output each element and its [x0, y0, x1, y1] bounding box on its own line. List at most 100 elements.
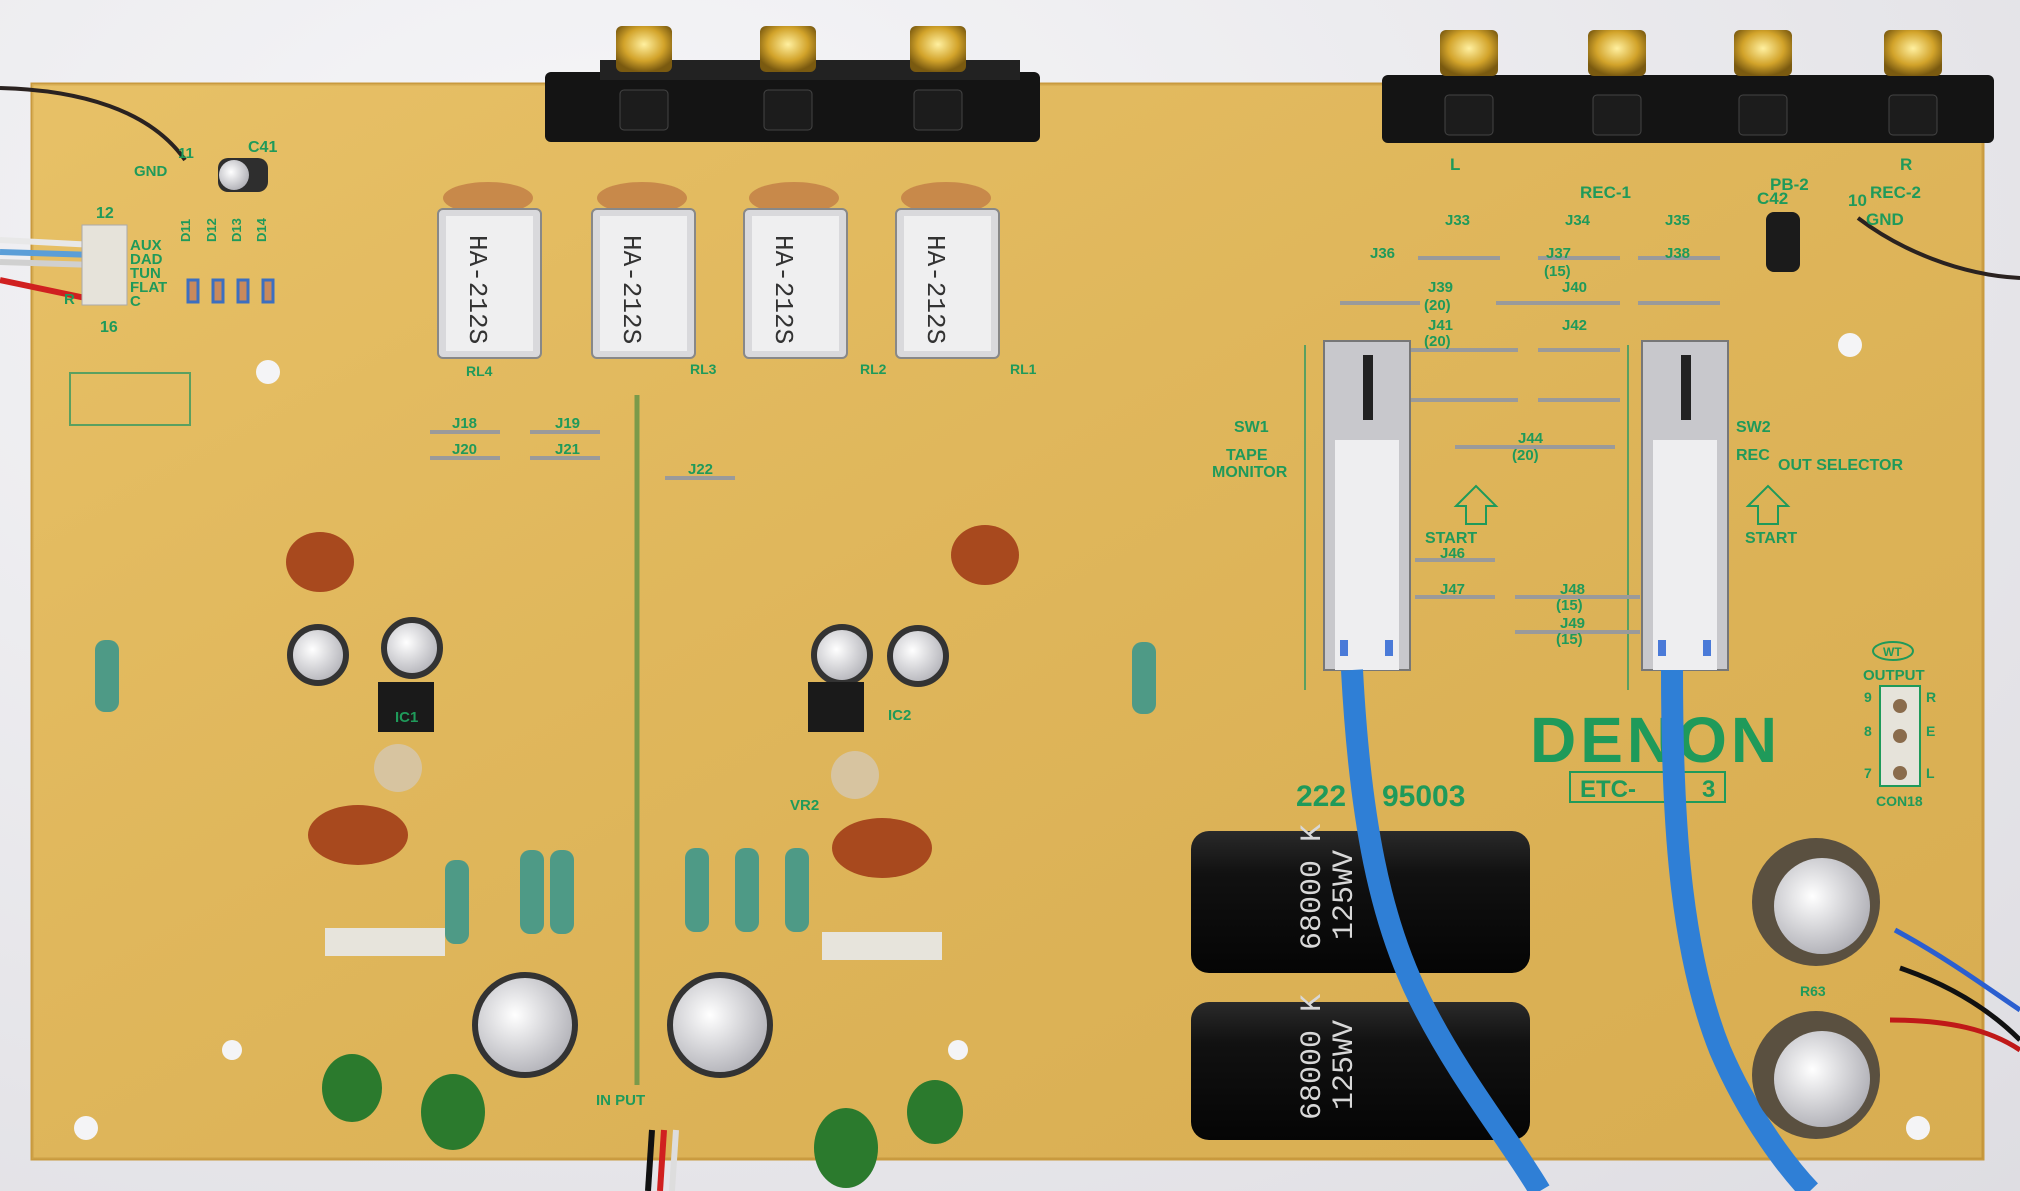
- svg-text:START: START: [1745, 530, 1797, 547]
- output-wire: [1899, 965, 2020, 1042]
- svg-text:IC1: IC1: [395, 709, 418, 726]
- svg-text:START: START: [1425, 530, 1477, 547]
- label-tun: TUN: [130, 265, 161, 282]
- wt-badge: [1872, 641, 1914, 661]
- svg-text:J40: J40: [1562, 279, 1587, 296]
- rca-jack[interactable]: [1588, 30, 1646, 136]
- svg-text:J49: J49: [1560, 615, 1585, 632]
- start-arrow-icon: [1453, 484, 1499, 525]
- svg-text:L: L: [1926, 765, 1935, 781]
- label-dad: DAD: [130, 251, 163, 268]
- electrolytic-capacitor-c42: [1766, 212, 1800, 272]
- svg-text:RL4: RL4: [466, 363, 493, 379]
- svg-text:J36: J36: [1370, 245, 1395, 262]
- svg-text:(20): (20): [1512, 447, 1539, 464]
- relay-rl3: HA-212S: [591, 182, 696, 359]
- svg-text:HA-212S: HA-212S: [768, 235, 798, 344]
- slide-switch-sw1[interactable]: [1323, 340, 1411, 671]
- rca-jack[interactable]: [1734, 30, 1792, 136]
- svg-text:10: 10: [1848, 191, 1867, 210]
- input-wires: [645, 1129, 679, 1191]
- svg-text:OUT SELECTOR: OUT SELECTOR: [1778, 457, 1903, 474]
- svg-text:L: L: [1450, 155, 1460, 174]
- slide-switch-sw2[interactable]: [1641, 340, 1729, 671]
- svg-text:D12: D12: [204, 218, 219, 242]
- amplifier-components: [95, 525, 1156, 1188]
- ground-wire: [0, 86, 187, 162]
- input-connector: [81, 224, 128, 306]
- label-r: R: [64, 291, 75, 308]
- svg-text:(20): (20): [1424, 333, 1451, 350]
- svg-text:D11: D11: [178, 219, 193, 242]
- electrolytic-capacitor: [1752, 838, 1880, 966]
- rca-jack-block-right: [1382, 30, 1994, 143]
- gnd-label: GND: [134, 163, 168, 180]
- svg-text:RL2: RL2: [860, 361, 887, 377]
- svg-text:J19: J19: [555, 415, 580, 432]
- svg-text:J37: J37: [1546, 245, 1571, 262]
- start-arrow-icon: [1745, 484, 1791, 525]
- svg-text:J38: J38: [1665, 245, 1690, 262]
- wt-badge-text: WT: [1883, 645, 1902, 659]
- ground-wire: [1856, 216, 2020, 280]
- svg-text:HA-212S: HA-212S: [920, 235, 950, 344]
- r63-label: R63: [1800, 983, 1826, 999]
- rca-jack-block-left: [545, 26, 1040, 142]
- electrolytic-capacitor: [1752, 1011, 1880, 1139]
- model-box: [1569, 771, 1726, 803]
- switch-ribbon-cable: [1661, 669, 1819, 1191]
- svg-text:HA-212S: HA-212S: [616, 235, 646, 344]
- relay-rl4: HA-212S: [437, 182, 542, 359]
- silk-box: [69, 372, 191, 426]
- rca-jack[interactable]: [1884, 30, 1942, 136]
- gnd-ref: 11: [178, 145, 194, 162]
- svg-text:REC: REC: [1736, 447, 1770, 464]
- svg-text:R: R: [1926, 689, 1936, 705]
- svg-text:RL3: RL3: [690, 361, 717, 377]
- svg-text:MONITOR: MONITOR: [1212, 464, 1288, 481]
- svg-text:HA-212S: HA-212S: [462, 235, 492, 344]
- svg-text:R: R: [1900, 155, 1912, 174]
- rca-jack[interactable]: [910, 26, 966, 131]
- svg-text:SW1: SW1: [1234, 419, 1269, 436]
- svg-text:J22: J22: [688, 461, 713, 478]
- svg-text:J35: J35: [1665, 212, 1690, 229]
- label-aux: AUX: [130, 237, 162, 254]
- svg-text:(15): (15): [1556, 597, 1583, 614]
- svg-text:125WV: 125WV: [1328, 1020, 1362, 1110]
- svg-text:J33: J33: [1445, 212, 1470, 229]
- diode-labels: D11 D12 D13 D14: [178, 217, 269, 242]
- cap-ref: C41: [248, 139, 277, 156]
- model-label: ETC-: [1580, 776, 1636, 803]
- svg-text:J44: J44: [1518, 430, 1544, 447]
- svg-text:C42: C42: [1757, 189, 1788, 208]
- svg-text:J42: J42: [1562, 317, 1587, 334]
- svg-text:J47: J47: [1440, 581, 1465, 598]
- rca-jack[interactable]: [760, 26, 816, 131]
- svg-text:GND: GND: [1866, 210, 1904, 229]
- svg-text:D14: D14: [254, 217, 269, 242]
- svg-text:68000 K: 68000 K: [1296, 824, 1330, 950]
- switch-labels: SW1 TAPE MONITOR START SW2 REC OUT SELEC…: [1212, 419, 1903, 547]
- rca-jack[interactable]: [1440, 30, 1498, 136]
- svg-text:J34: J34: [1565, 212, 1591, 229]
- relay-rl2: HA-212S: [743, 182, 848, 359]
- svg-text:(15): (15): [1556, 631, 1583, 648]
- svg-text:IN PUT: IN PUT: [596, 1092, 645, 1109]
- relay-rl1: HA-212S: [895, 182, 1000, 359]
- connector-ref: 16: [100, 319, 118, 336]
- svg-text:J41: J41: [1428, 317, 1453, 334]
- rca-jack[interactable]: [616, 26, 672, 131]
- svg-text:J39: J39: [1428, 279, 1453, 296]
- connector-ref: 12: [96, 205, 114, 222]
- svg-text:SW2: SW2: [1736, 419, 1771, 436]
- mounting-holes: [74, 333, 1930, 1140]
- model-label: 3: [1702, 776, 1715, 803]
- switch-ribbon-cable: [1341, 669, 1550, 1191]
- svg-text:IC2: IC2: [888, 707, 911, 724]
- svg-text:J46: J46: [1440, 545, 1465, 562]
- diodes: [186, 278, 275, 304]
- output-pins: [1893, 699, 1907, 780]
